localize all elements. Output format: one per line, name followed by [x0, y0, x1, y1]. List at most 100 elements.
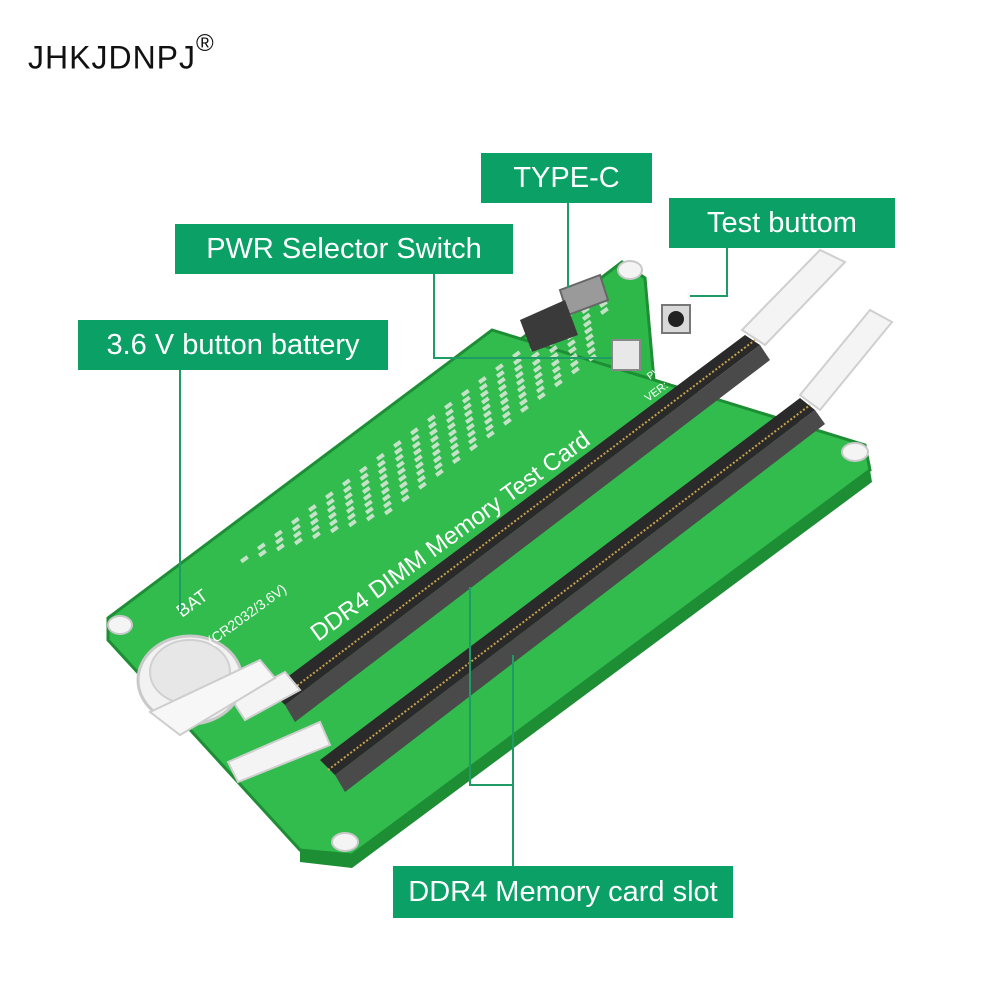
- smd-component: [499, 390, 508, 399]
- callout-battery: 3.6 V button battery: [78, 320, 388, 370]
- smd-component: [258, 549, 267, 558]
- smd-component: [570, 359, 579, 368]
- smd-component: [327, 504, 336, 513]
- smd-component: [345, 498, 354, 507]
- smd-component: [586, 346, 596, 355]
- smd-component: [515, 370, 524, 379]
- smd-component: [366, 513, 375, 522]
- smd-component: [308, 510, 318, 519]
- smd-component: [414, 461, 424, 470]
- smd-component: [467, 429, 476, 438]
- smd-component: [482, 403, 491, 412]
- smd-component: [480, 396, 490, 405]
- smd-component: [359, 465, 368, 474]
- smd-component: [382, 493, 391, 502]
- smd-component: [330, 525, 339, 534]
- smd-component: [496, 370, 505, 379]
- smd-component: [478, 376, 487, 385]
- smd-component: [347, 512, 356, 521]
- smd-component: [585, 333, 594, 342]
- battery-holder: [136, 634, 277, 737]
- smd-component: [502, 410, 511, 419]
- smd-component: [600, 306, 609, 315]
- smd-component: [520, 404, 529, 413]
- smd-component: [566, 339, 576, 348]
- smd-component: [348, 519, 357, 528]
- smd-component: [397, 474, 407, 483]
- smd-component: [446, 415, 455, 424]
- slot-latches: [226, 248, 894, 784]
- smd-component: [418, 481, 427, 490]
- smd-component: [518, 391, 527, 400]
- smd-component: [364, 499, 373, 508]
- smd-component: [329, 518, 338, 527]
- smd-component: [273, 529, 283, 538]
- smd-component: [383, 500, 392, 509]
- smd-component: [532, 358, 541, 367]
- smd-component: [361, 479, 370, 488]
- standoffs: [107, 260, 869, 852]
- smd-component: [328, 511, 337, 520]
- registered-mark: ®: [196, 30, 215, 57]
- smd-component: [535, 385, 545, 394]
- smd-component: [431, 441, 440, 450]
- smd-component: [325, 498, 335, 507]
- smd-component: [430, 434, 439, 443]
- smd-component: [550, 358, 560, 367]
- smd-component: [517, 384, 526, 393]
- smd-component: [381, 486, 390, 495]
- brand-logo: JHKJDNPJ®: [28, 30, 215, 77]
- smd-component: [325, 491, 334, 500]
- smd-component: [291, 523, 301, 532]
- smd-component: [551, 365, 561, 374]
- smd-component: [451, 449, 460, 458]
- pcb-lower: [106, 328, 872, 857]
- smd-component: [495, 363, 504, 372]
- smd-component: [393, 440, 402, 449]
- smd-component: [581, 312, 591, 321]
- smd-component: [571, 366, 580, 375]
- smd-component: [586, 340, 595, 349]
- smd-component: [359, 472, 369, 481]
- smd-component: [342, 478, 351, 487]
- callout-memory-slot: DDR4 Memory card slot: [393, 866, 733, 918]
- smd-component: [484, 416, 493, 425]
- smd-component: [480, 389, 489, 398]
- smd-component: [535, 378, 544, 387]
- smd-component: [395, 453, 404, 462]
- smd-component: [502, 417, 512, 426]
- smd-component: [449, 435, 458, 444]
- smd-component: [516, 377, 525, 386]
- smd-component: [307, 504, 317, 513]
- smd-component: [584, 326, 593, 335]
- smd-component: [443, 401, 453, 410]
- smd-component: [553, 372, 562, 381]
- smd-component: [428, 428, 438, 437]
- smd-component: [379, 473, 388, 482]
- smd-rows: [239, 286, 609, 564]
- smd-component: [468, 436, 477, 445]
- smd-component: [434, 468, 444, 477]
- smd-component: [427, 414, 436, 423]
- smd-component: [377, 466, 387, 475]
- smd-component: [513, 364, 523, 373]
- smd-component: [498, 383, 507, 392]
- smd-component: [485, 423, 494, 432]
- callout-type-c: TYPE-C: [481, 153, 652, 203]
- smd-component: [512, 350, 521, 359]
- memory-slot-front: [320, 398, 825, 792]
- brand-name: JHKJDNPJ: [28, 39, 197, 76]
- smd-component: [399, 480, 408, 489]
- smd-component: [394, 446, 403, 455]
- smd-component: [433, 455, 442, 464]
- smd-component: [469, 443, 478, 452]
- smd-component: [377, 459, 386, 468]
- smd-component: [549, 345, 558, 354]
- smd-component: [534, 371, 543, 380]
- smd-component: [410, 427, 419, 436]
- board-sw-label: SW: [707, 324, 727, 343]
- smd-component: [434, 462, 443, 471]
- smd-component: [413, 447, 422, 456]
